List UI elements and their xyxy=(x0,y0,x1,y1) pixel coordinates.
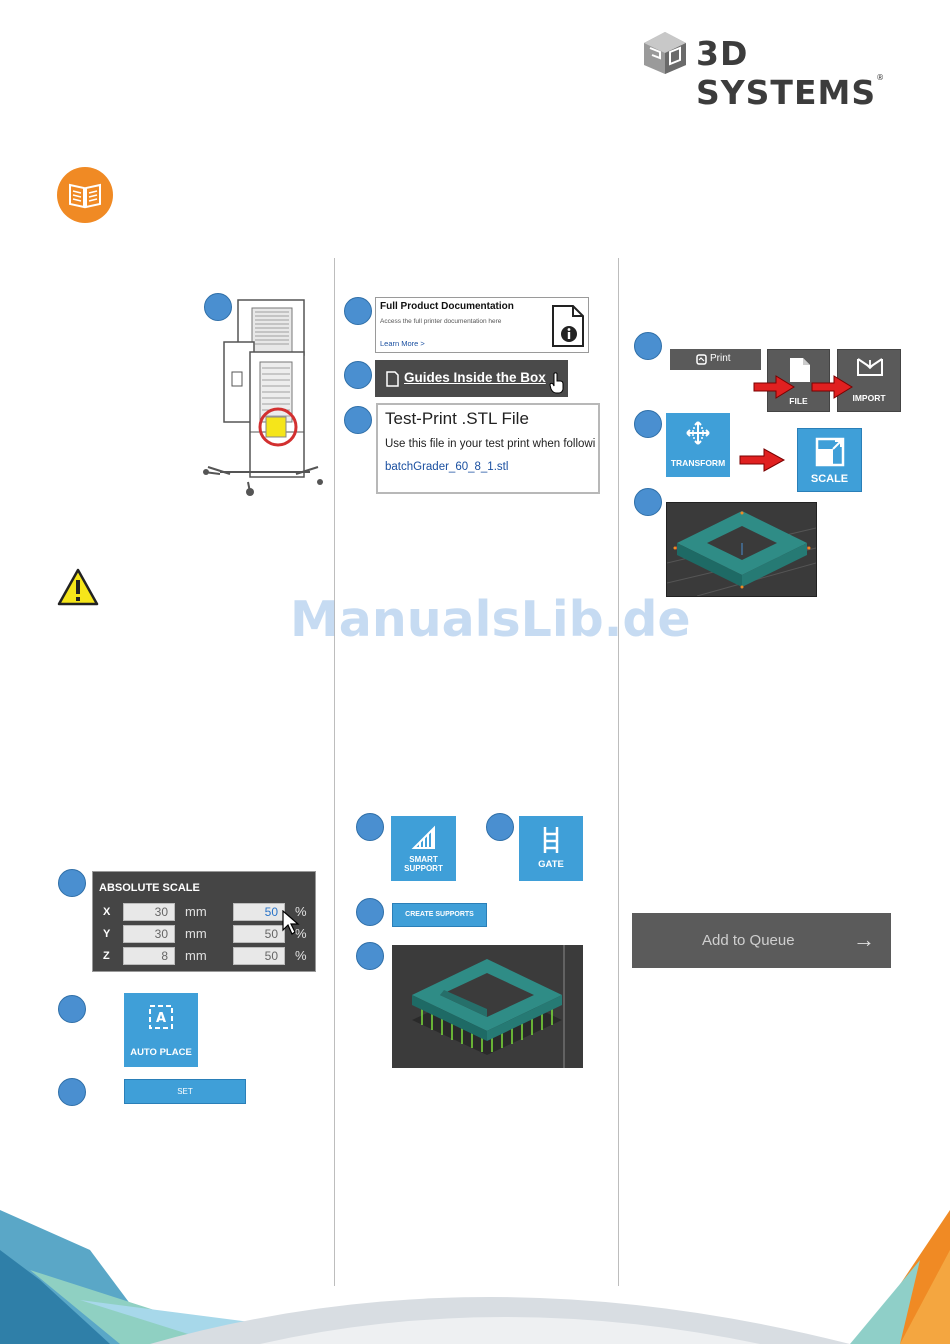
percent-label: % xyxy=(295,926,307,941)
step-marker xyxy=(204,293,232,321)
gate-ladder-icon xyxy=(543,827,559,853)
print-icon xyxy=(696,354,707,365)
scale-y-percent-input[interactable]: 50 xyxy=(233,925,285,943)
footer-decoration xyxy=(0,1210,950,1344)
page-icon xyxy=(386,371,399,387)
gate-label: GATE xyxy=(538,859,564,870)
warning-icon xyxy=(57,568,99,606)
watermark-text: ManualsLib.de xyxy=(290,591,691,648)
trademark: ® xyxy=(876,73,886,82)
learn-more-link[interactable]: Learn More > xyxy=(380,339,425,348)
scale-x-mm-input[interactable]: 30 xyxy=(123,903,175,921)
mouse-cursor-icon xyxy=(282,910,300,935)
import-button[interactable]: IMPORT xyxy=(837,349,901,412)
test-print-stl-card: Test-Print .STL File Use this file in yo… xyxy=(376,403,600,494)
transform-move-icon xyxy=(686,421,710,445)
stl-card-description: Use this file in your test print when fo… xyxy=(385,438,596,450)
brand-name: 3D SYSTEMS xyxy=(696,34,877,112)
hand-cursor-icon xyxy=(549,372,564,394)
step-marker xyxy=(634,488,662,516)
step-marker xyxy=(634,332,662,360)
supported-model-render xyxy=(392,945,583,1068)
brand-logo: 3D SYSTEMS® xyxy=(640,30,905,112)
step-marker xyxy=(344,406,372,434)
add-to-queue-button[interactable]: Add to Queue → xyxy=(632,913,891,968)
step-marker xyxy=(356,942,384,970)
gate-button[interactable]: GATE xyxy=(519,816,583,881)
red-arrow xyxy=(739,448,786,472)
scale-button[interactable]: SCALE xyxy=(797,428,862,492)
svg-text:A: A xyxy=(156,1011,166,1026)
add-to-queue-label: Add to Queue xyxy=(702,932,795,949)
doc-card-title: Full Product Documentation xyxy=(380,301,514,312)
column-divider xyxy=(334,258,335,1286)
step-marker xyxy=(634,410,662,438)
stl-card-title: Test-Print .STL File xyxy=(385,409,529,428)
full-product-documentation-card[interactable]: Full Product Documentation Access the fu… xyxy=(375,297,589,353)
smart-support-label-line1: SMART xyxy=(409,855,438,864)
scale-z-percent-input[interactable]: 50 xyxy=(233,947,285,965)
step-marker xyxy=(486,813,514,841)
model-preview-render xyxy=(666,502,817,597)
guides-label: Guides Inside the Box xyxy=(404,370,546,385)
file-icon xyxy=(790,358,810,382)
import-icon xyxy=(857,358,883,376)
scale-label: SCALE xyxy=(810,473,849,485)
auto-place-label: AUTO PLACE xyxy=(130,1047,192,1058)
percent-label: % xyxy=(295,948,307,963)
transform-button[interactable]: TRANSFORM xyxy=(666,413,730,477)
scale-x-percent-input[interactable]: 50 xyxy=(233,903,285,921)
step-marker xyxy=(356,813,384,841)
set-button[interactable]: SET xyxy=(124,1079,246,1104)
axis-label-z: Z xyxy=(103,950,110,962)
red-arrows xyxy=(753,375,853,399)
unit-label: mm xyxy=(185,904,207,919)
manual-book-icon xyxy=(57,167,113,223)
step-marker xyxy=(58,1078,86,1106)
3d-systems-cube-icon xyxy=(644,32,686,74)
step-marker xyxy=(58,995,86,1023)
unit-label: mm xyxy=(185,926,207,941)
step-marker xyxy=(356,898,384,926)
create-supports-label: CREATE SUPPORTS xyxy=(405,911,474,918)
smart-support-label-line2: SUPPORT xyxy=(404,864,443,873)
percent-label: % xyxy=(295,904,307,919)
step-marker xyxy=(344,361,372,389)
create-supports-button[interactable]: CREATE SUPPORTS xyxy=(392,903,487,927)
scale-icon xyxy=(815,437,845,467)
print-tab[interactable]: Print xyxy=(670,349,761,370)
absolute-scale-panel: ABSOLUTE SCALE X 30 mm 50 % Y 30 mm 50 %… xyxy=(92,871,316,972)
unit-label: mm xyxy=(185,948,207,963)
import-label: IMPORT xyxy=(852,393,886,403)
auto-place-icon: A xyxy=(149,1005,173,1029)
guides-inside-the-box-button[interactable]: Guides Inside the Box xyxy=(375,360,568,397)
axis-label-y: Y xyxy=(103,928,111,940)
stl-file-link[interactable]: batchGrader_60_8_1.stl xyxy=(385,461,509,473)
axis-label-x: X xyxy=(103,906,111,918)
print-label: Print xyxy=(710,353,731,364)
column-divider xyxy=(618,258,619,1286)
scale-y-mm-input[interactable]: 30 xyxy=(123,925,175,943)
transform-label: TRANSFORM xyxy=(670,458,726,468)
scale-panel-title: ABSOLUTE SCALE xyxy=(99,882,200,894)
arrow-right-icon: → xyxy=(853,927,875,952)
scale-z-mm-input[interactable]: 8 xyxy=(123,947,175,965)
auto-place-button[interactable]: A AUTO PLACE xyxy=(124,993,198,1067)
step-marker xyxy=(58,869,86,897)
set-label: SET xyxy=(177,1087,193,1096)
file-label: FILE xyxy=(789,396,808,406)
smart-support-icon xyxy=(411,825,435,849)
document-info-icon xyxy=(552,305,584,347)
step-marker xyxy=(344,297,372,325)
doc-card-subtitle: Access the full printer documentation he… xyxy=(380,318,502,325)
printer-illustration xyxy=(203,299,323,496)
